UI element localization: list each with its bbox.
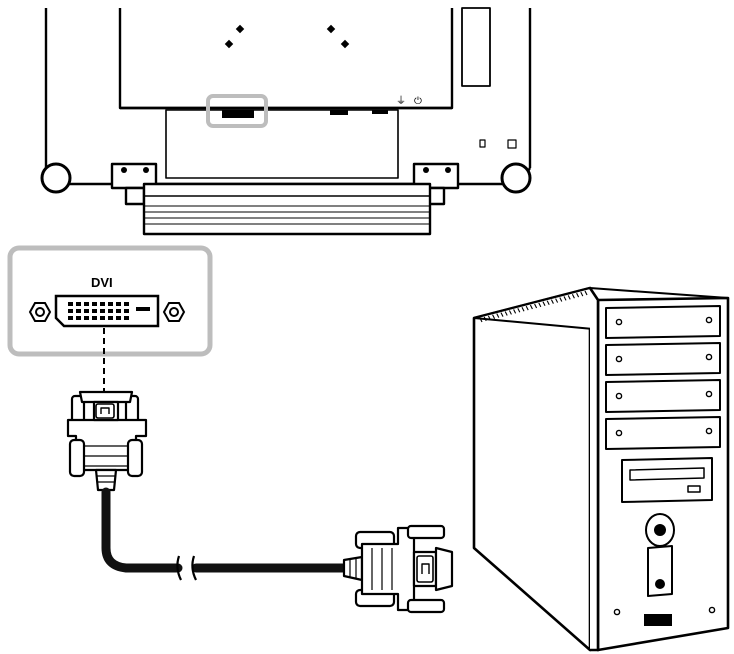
pc-side-panel xyxy=(472,286,592,652)
vent-slot xyxy=(525,305,529,311)
vent-slot xyxy=(546,300,550,305)
dvi-pin xyxy=(108,302,113,306)
dvi-pin xyxy=(92,302,97,306)
vent-slot xyxy=(479,317,483,323)
dvi-pin xyxy=(92,316,97,320)
vent-slot xyxy=(584,290,588,296)
hex-nut-left-icon xyxy=(28,302,52,322)
vent-slot xyxy=(483,316,487,322)
vent-slot xyxy=(487,315,491,321)
vent-slot xyxy=(559,297,563,302)
vent-slot xyxy=(496,313,500,318)
monitor-foot-right xyxy=(500,162,532,194)
vent-slot xyxy=(529,304,533,310)
dvi-pin xyxy=(92,309,97,313)
vent-slot xyxy=(563,296,567,301)
dvi-pin xyxy=(108,316,113,320)
dvi-pin xyxy=(124,316,129,320)
floppy-drive xyxy=(621,457,713,503)
svg-text:⏻: ⏻ xyxy=(414,96,422,107)
dvi-pin xyxy=(100,309,105,313)
dvi-pin xyxy=(76,316,81,320)
vent-slot xyxy=(555,298,559,303)
vent-slot xyxy=(580,291,584,297)
pc-tower xyxy=(472,286,730,652)
vent-slot xyxy=(571,293,575,299)
cable-break-marks xyxy=(176,555,197,581)
svg-text:⏚: ⏚ xyxy=(396,95,406,107)
hex-nut-right-icon xyxy=(162,302,186,322)
vent-slot xyxy=(538,302,542,308)
dvi-pin xyxy=(100,302,105,306)
monitor-rear-view: ⏚ ⏻ xyxy=(40,7,532,236)
bay-screws xyxy=(615,316,713,437)
pc-vent-grille xyxy=(479,290,588,323)
vent-slot xyxy=(504,311,508,316)
dvi-pin xyxy=(116,309,121,313)
mount-screw-holes xyxy=(224,24,350,49)
vent-slot xyxy=(517,308,521,313)
dvi-pin xyxy=(100,316,105,320)
dvi-pin xyxy=(76,309,81,313)
dvi-pin xyxy=(108,309,113,313)
dvi-port-label: DVI xyxy=(91,275,113,290)
dvi-connector-monitor-end xyxy=(66,390,148,492)
dvi-pin xyxy=(124,302,129,306)
vent-slot xyxy=(567,295,571,300)
dvi-port-callout: DVI xyxy=(7,245,213,392)
dvi-pin xyxy=(84,309,89,313)
dvi-cable xyxy=(101,487,353,573)
monitor-foot-left xyxy=(40,162,72,194)
vent-slot xyxy=(576,292,580,298)
dvi-pin xyxy=(116,316,121,320)
monitor-rear-cover xyxy=(118,8,454,110)
vent-slot xyxy=(513,309,517,314)
vent-slot xyxy=(508,310,512,315)
monitor-dvi-port-highlight xyxy=(206,94,268,128)
dvi-pin xyxy=(84,316,89,320)
dvi-connector-pc-end xyxy=(342,524,454,614)
vent-slot xyxy=(542,301,546,307)
vent-slot xyxy=(521,306,525,312)
dvi-pin xyxy=(68,316,73,320)
dvi-pin xyxy=(76,302,81,306)
dvi-pin xyxy=(116,302,121,306)
vent-slot xyxy=(500,312,504,317)
vent-slot xyxy=(534,303,538,309)
vent-slot xyxy=(492,314,496,320)
vent-slot xyxy=(550,299,554,304)
dvi-pin xyxy=(124,309,129,313)
power-button-icon xyxy=(645,513,675,547)
stand-base xyxy=(142,182,432,236)
reset-button-icon xyxy=(655,579,665,589)
monitor-side-slot xyxy=(461,7,491,87)
dvi-pin xyxy=(68,309,73,313)
monitor-port-panel xyxy=(165,109,399,179)
monitor-bezel xyxy=(44,8,532,168)
dvi-socket-icon xyxy=(54,294,160,328)
dvi-pin xyxy=(68,302,73,306)
dvi-pin xyxy=(84,302,89,306)
drive-bays xyxy=(605,305,721,450)
